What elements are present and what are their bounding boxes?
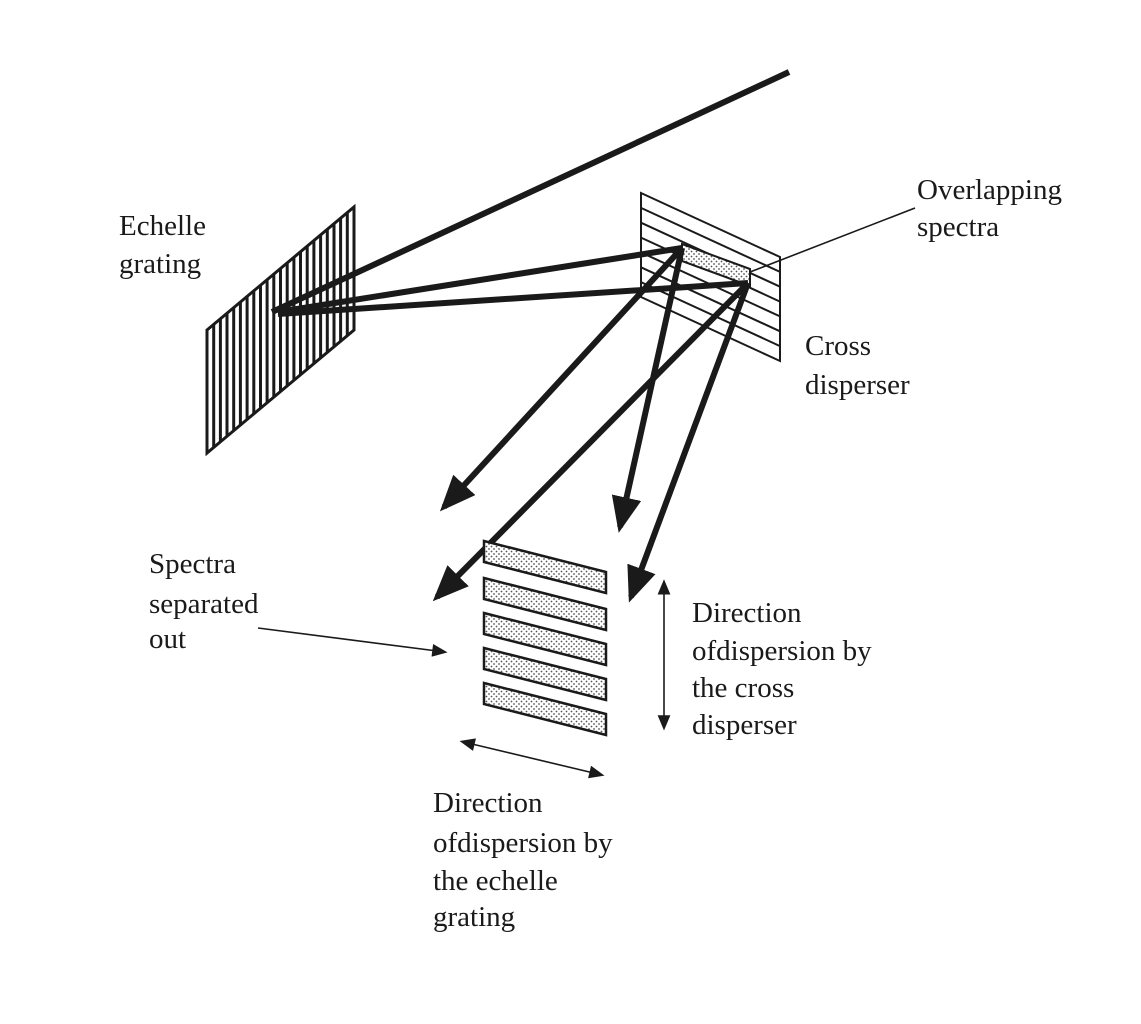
spectra-separated-arrow [257,627,448,657]
echelle-grating-label: Echelle grating [119,210,213,280]
incoming-beam [270,69,791,315]
spectrum-strip [482,611,608,667]
cross-direction-label: Direction ofdispersion by the cross disp… [692,597,879,741]
spectrum-strip [482,646,608,702]
beam-to-cross-lower [277,280,749,317]
echelle-direction-arrow [459,738,605,779]
spectrum-strip [482,539,608,595]
cross-disperser [640,191,781,363]
dispersed-beam-4 [627,281,751,603]
dispersed-beam-1 [439,245,685,512]
spectra-separated-label: Spectra separated out [149,548,266,655]
separated-spectra [482,539,608,737]
disperser-ruling-line [640,206,781,273]
overlapping-spectra-leader [749,207,916,273]
echelle-direction-label: Direction ofdispersion by the echelle gr… [433,787,620,933]
cross-disperser-label: Cross disperser [805,330,910,401]
spectrum-strip [482,576,608,632]
disperser-ruling-line [640,281,781,348]
echelle-grating [205,203,356,457]
dispersed-beam-3 [611,247,685,533]
spectrum-strip [482,681,608,737]
disperser-ruling-line [640,266,781,333]
beam-to-cross-upper [277,245,683,315]
overlapping-spectra-label: Overlapping spectra [917,174,1069,243]
annotation-arrows [257,207,916,779]
